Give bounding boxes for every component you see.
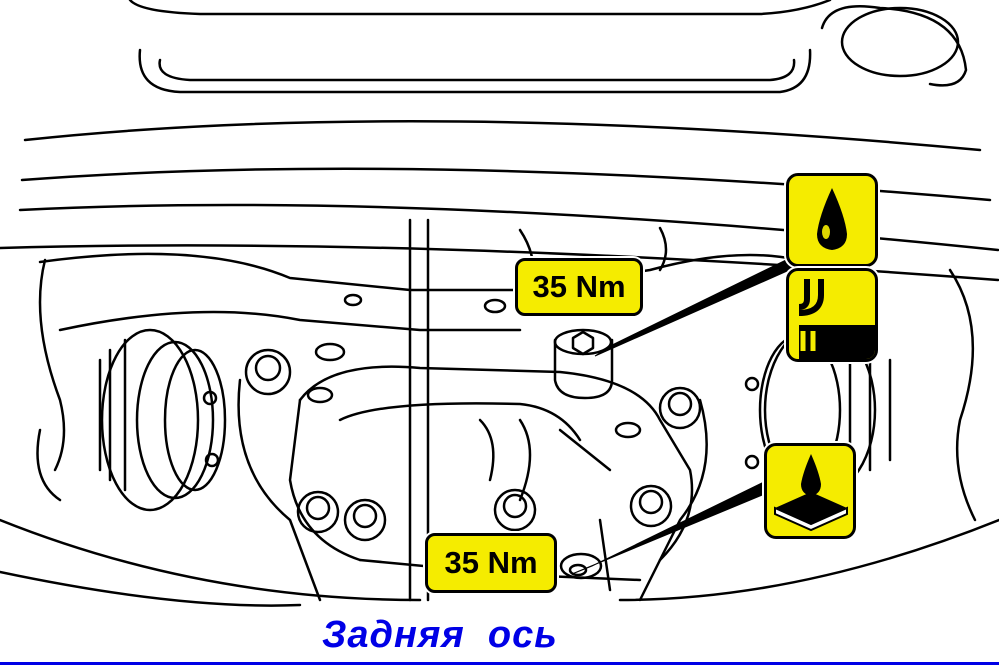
caption-underline: [0, 662, 999, 665]
mounting-bolts: [244, 293, 702, 542]
diagram-caption: Задняя ось: [322, 614, 558, 656]
oil-drop-icon: [786, 173, 878, 267]
fill-plug: [553, 328, 614, 400]
torque-label-fill-plug: 35 Nm: [515, 258, 643, 316]
drain-plug: [559, 552, 603, 580]
left-wheel-hub: [36, 258, 227, 512]
wheel-well: [820, 4, 968, 87]
sealant-drop-icon: [764, 443, 856, 539]
oil-level-icon: [786, 268, 878, 362]
torque-label-drain-plug: 35 Nm: [425, 533, 557, 593]
subframe: [38, 218, 832, 602]
floor-contours: [0, 518, 999, 607]
body-upper-contours: [0, 0, 999, 282]
